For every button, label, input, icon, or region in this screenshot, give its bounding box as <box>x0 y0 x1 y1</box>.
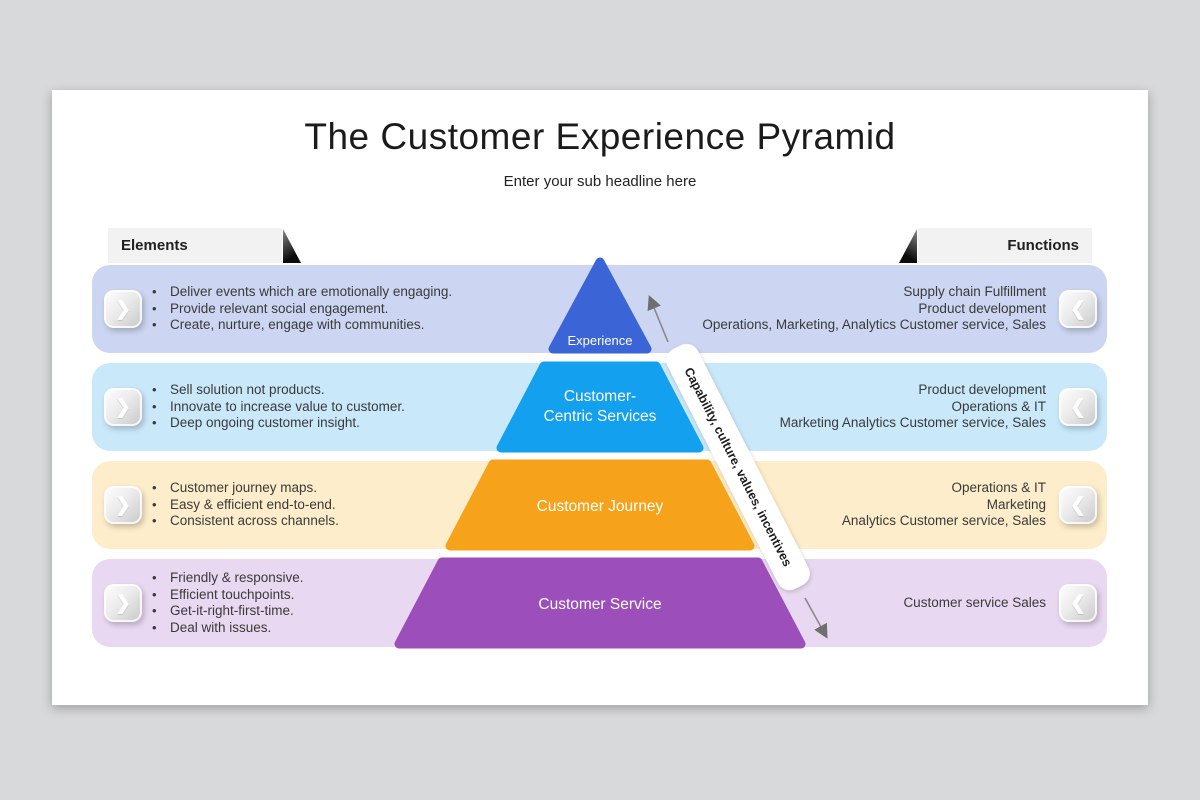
prev-button[interactable]: ❮ <box>1059 290 1097 328</box>
function-line: Operations & IT <box>951 480 1046 496</box>
function-line: Marketing <box>986 496 1046 512</box>
elements-header: Elements <box>108 228 282 263</box>
prev-button[interactable]: ❮ <box>1059 584 1097 622</box>
functions-list: Customer service Sales <box>646 559 1046 647</box>
functions-list: Product development Operations & IT Mark… <box>646 363 1046 451</box>
list-item: Deal with issues. <box>152 620 512 637</box>
list-item: Easy & efficient end-to-end. <box>152 497 512 514</box>
list-item: Innovate to increase value to customer. <box>152 399 512 416</box>
function-line: Supply chain Fulfillment <box>903 284 1046 300</box>
function-line: Operations, Marketing, Analytics Custome… <box>702 317 1046 333</box>
functions-list: Supply chain Fulfillment Product develop… <box>646 265 1046 353</box>
next-button[interactable]: ❯ <box>104 486 142 524</box>
list-item: Sell solution not products. <box>152 382 512 399</box>
functions-header: Functions <box>918 228 1092 263</box>
slide: The Customer Experience Pyramid Enter yo… <box>52 90 1148 705</box>
list-item: Friendly & responsive. <box>152 570 512 587</box>
list-item: Get-it-right-first-time. <box>152 603 512 620</box>
chevron-right-icon: ❯ <box>115 298 131 320</box>
list-item: Deep ongoing customer insight. <box>152 415 512 432</box>
fold-corner-left <box>283 229 301 263</box>
function-line: Marketing Analytics Customer service, Sa… <box>779 415 1046 431</box>
function-line: Customer service Sales <box>903 594 1046 610</box>
chevron-right-icon: ❯ <box>115 592 131 614</box>
prev-button[interactable]: ❮ <box>1059 388 1097 426</box>
list-item: Consistent across channels. <box>152 513 512 530</box>
list-item: Customer journey maps. <box>152 480 512 497</box>
functions-list: Operations & IT Marketing Analytics Cust… <box>646 461 1046 549</box>
list-item: Provide relevant social engagement. <box>152 301 512 318</box>
list-item: Create, nurture, engage with communities… <box>152 317 512 334</box>
prev-button[interactable]: ❮ <box>1059 486 1097 524</box>
next-button[interactable]: ❯ <box>104 290 142 328</box>
chevron-right-icon: ❯ <box>115 396 131 418</box>
list-item: Efficient touchpoints. <box>152 587 512 604</box>
functions-header-label: Functions <box>1007 237 1079 254</box>
chevron-right-icon: ❯ <box>115 494 131 516</box>
band-customer-service: ❯ Friendly & responsive. Efficient touch… <box>92 559 1107 647</box>
function-line: Product development <box>918 382 1046 398</box>
elements-list: Deliver events which are emotionally eng… <box>152 265 512 353</box>
chevron-left-icon: ❮ <box>1070 396 1086 418</box>
next-button[interactable]: ❯ <box>104 584 142 622</box>
band-experience: ❯ Deliver events which are emotionally e… <box>92 265 1107 353</box>
elements-list: Customer journey maps. Easy & efficient … <box>152 461 512 549</box>
next-button[interactable]: ❯ <box>104 388 142 426</box>
function-line: Operations & IT <box>951 398 1046 414</box>
fold-corner-right <box>899 229 917 263</box>
band-customer-centric-services: ❯ Sell solution not products. Innovate t… <box>92 363 1107 451</box>
function-line: Product development <box>918 300 1046 316</box>
chevron-left-icon: ❮ <box>1070 298 1086 320</box>
elements-list: Friendly & responsive. Efficient touchpo… <box>152 559 512 647</box>
function-line: Analytics Customer service, Sales <box>841 513 1046 529</box>
page-title: The Customer Experience Pyramid <box>304 116 896 157</box>
chevron-left-icon: ❮ <box>1070 494 1086 516</box>
chevron-left-icon: ❮ <box>1070 592 1086 614</box>
page-subtitle: Enter your sub headline here <box>503 173 697 190</box>
band-customer-journey: ❯ Customer journey maps. Easy & efficien… <box>92 461 1107 549</box>
list-item: Deliver events which are emotionally eng… <box>152 284 512 301</box>
elements-list: Sell solution not products. Innovate to … <box>152 363 512 451</box>
elements-header-label: Elements <box>121 237 188 254</box>
